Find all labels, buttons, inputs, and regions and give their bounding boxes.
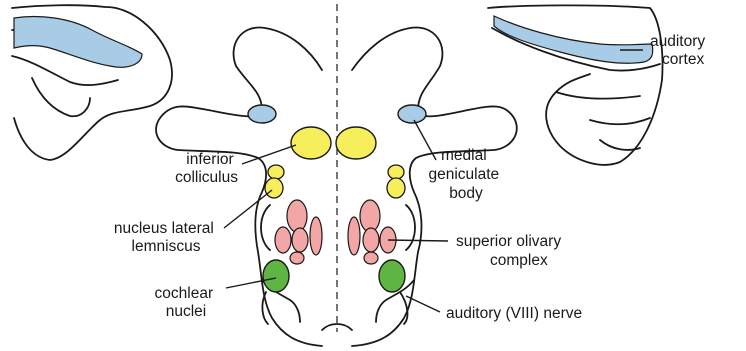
leader-auditory-nerve [406, 296, 440, 312]
brainstem-outline-right [352, 28, 517, 346]
right-cortex-sulcus-3 [590, 118, 650, 124]
left-superior-olivary [275, 200, 322, 264]
label-auditory-cortex: auditory cortex [650, 33, 709, 68]
label-medial-geniculate: medial geniculate body [429, 147, 504, 202]
left-nll-upper [268, 165, 284, 179]
left-inferior-colliculus [291, 127, 331, 159]
left-soc-top [287, 200, 307, 232]
left-soc-mid [292, 228, 308, 252]
left-soc-left [275, 227, 291, 253]
right-soc-bottom [364, 252, 378, 264]
left-cochlear-nucleus [263, 260, 289, 292]
label-auditory-nerve: auditory (VIII) nerve [446, 305, 582, 322]
right-medial-geniculate [398, 105, 426, 123]
left-medial-geniculate [248, 105, 276, 123]
right-soc-left [348, 217, 360, 255]
leader-superior-olivary [388, 240, 448, 241]
right-cochlear-nucleus [379, 260, 405, 292]
right-nll-upper [388, 165, 404, 179]
right-nll-lower [387, 178, 405, 198]
left-auditory-cortex [14, 17, 142, 68]
right-soc-top [360, 200, 380, 232]
label-superior-olivary: superior olivary complex [456, 233, 565, 269]
label-cochlear-nuclei: cochlear nuclei [155, 285, 218, 320]
right-inferior-colliculus [336, 127, 376, 159]
right-cortex-sulcus-4 [600, 140, 640, 150]
left-soc-bottom [290, 252, 304, 264]
left-soc-right [310, 217, 322, 255]
left-nll-lower [265, 178, 283, 198]
label-nucleus-lateral-lemniscus: nucleus lateral lemniscus [114, 220, 218, 255]
right-inner-contour [406, 205, 415, 250]
right-superior-olivary [348, 200, 396, 264]
left-cortex [12, 5, 172, 160]
right-cortex-sulcus-2 [556, 92, 640, 99]
right-cortex [488, 5, 663, 164]
leader-nucleus-lateral-lemniscus [224, 190, 272, 228]
right-soc-mid [363, 228, 379, 252]
left-inner-contour [261, 205, 270, 250]
label-inferior-colliculus: inferior colliculus [175, 151, 238, 186]
right-auditory-cortex [494, 16, 653, 63]
